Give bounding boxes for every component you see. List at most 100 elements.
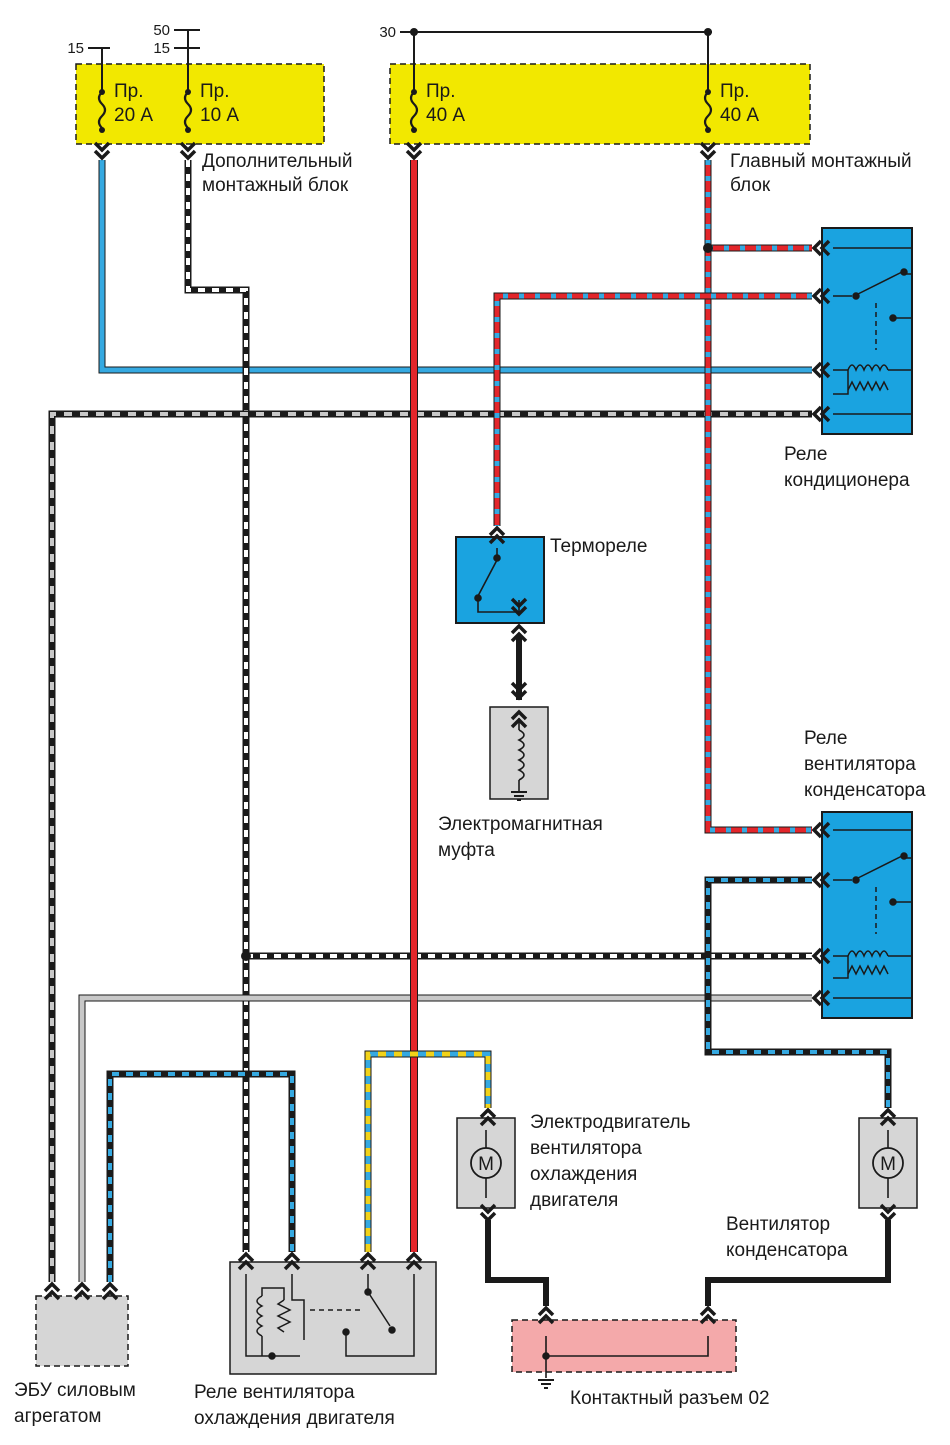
ac-relay-label-1: Реле xyxy=(784,444,827,465)
connector-chevron xyxy=(537,1305,555,1317)
aux-fuse-block xyxy=(75,63,325,145)
connector-chevron xyxy=(819,871,831,889)
main-fuse-block xyxy=(389,63,811,145)
connector-chevron xyxy=(879,1115,897,1127)
connector-chevron xyxy=(819,361,831,379)
thermo-relay-label: Термореле xyxy=(550,536,647,557)
wire-gray-cond-ecu xyxy=(78,994,812,1282)
connector-chevron xyxy=(73,1281,91,1293)
ecu-label-1: ЭБУ силовым xyxy=(14,1380,136,1401)
connector-chevron xyxy=(811,947,823,965)
cond-relay-label-2: вентилятора xyxy=(804,754,916,775)
connector-chevron xyxy=(811,871,823,889)
connector-chevron xyxy=(93,141,111,153)
engine-fan-motor-label-2: вентилятора xyxy=(530,1138,642,1159)
fuse-1-name: Пр. xyxy=(114,81,144,102)
terminal-15-mid: 15 xyxy=(153,40,170,57)
connector-chevron xyxy=(510,631,528,643)
connector-chevron xyxy=(479,1107,497,1119)
connector-chevron xyxy=(811,821,823,839)
motor-symbol: M xyxy=(880,1154,896,1175)
engine-fan-relay-label-2: охлаждения двигателя xyxy=(194,1408,395,1429)
engine-fan-relay-label-1: Реле вентилятора xyxy=(194,1382,355,1403)
connector-chevron xyxy=(237,1251,255,1263)
ac-relay-internals xyxy=(833,247,913,415)
connector-chevron xyxy=(405,1251,423,1263)
thermo-relay-box xyxy=(455,536,545,624)
connector-chevron xyxy=(405,1259,423,1271)
wire-black-blue-ecu-efrelay xyxy=(106,1070,296,1282)
connector-chevron xyxy=(811,361,823,379)
fuse-4-rating: 40 А xyxy=(720,105,759,126)
wire-yellow-blue-motor xyxy=(364,1050,492,1252)
connector-chevron xyxy=(101,1281,119,1293)
cond-relay-label-1: Реле xyxy=(804,728,847,749)
cond-relay-internals xyxy=(833,829,913,999)
terminal-lines xyxy=(88,29,712,92)
main-block-label-2: блок xyxy=(730,175,771,196)
wire-black-gray-ac-ecu xyxy=(48,410,812,1282)
junction-dot xyxy=(704,28,712,36)
wire-black-ground xyxy=(485,1220,891,1306)
connector-chevron xyxy=(73,1289,91,1301)
clutch-coil-icon xyxy=(511,718,527,801)
connector-02-internals xyxy=(542,1336,709,1378)
connector-chevron xyxy=(488,533,506,545)
connector-chevron xyxy=(510,623,528,635)
connector-chevron xyxy=(819,989,831,1007)
ac-relay-box xyxy=(821,227,913,435)
fuse-4-name: Пр. xyxy=(720,81,750,102)
aux-block-label-1: Дополнительный xyxy=(202,151,352,172)
connector-chevron xyxy=(819,821,831,839)
connector-chevron xyxy=(811,989,823,1007)
connector-chevron xyxy=(819,947,831,965)
connector-chevron xyxy=(699,149,717,161)
connector-chevron xyxy=(359,1251,377,1263)
ground-icon xyxy=(538,1379,554,1389)
connector-chevron xyxy=(811,287,823,305)
connector-chevron xyxy=(819,287,831,305)
cond-fan-motor-icon xyxy=(872,1130,904,1198)
connector-chevron xyxy=(811,405,823,423)
fuse-pins xyxy=(99,89,711,133)
connector-chevron xyxy=(510,709,528,721)
connector-chevron xyxy=(179,149,197,161)
connector-chevron xyxy=(237,1259,255,1271)
engine-fan-motor-icon xyxy=(470,1130,502,1198)
connector-chevron xyxy=(488,525,506,537)
engine-fan-relay-internals xyxy=(245,1274,415,1360)
cond-relay-label-3: конденсатора xyxy=(804,780,926,801)
fuse-1-rating: 20 А xyxy=(114,105,153,126)
connector-chevron xyxy=(699,1313,717,1325)
connector-chevron xyxy=(43,1281,61,1293)
fuse-icon xyxy=(97,91,713,129)
connector-chevron xyxy=(879,1211,897,1223)
connector-chevrons xyxy=(43,141,897,1325)
connector-chevron xyxy=(283,1259,301,1271)
cond-fan-label-2: конденсатора xyxy=(726,1240,848,1261)
ac-relay-label-2: кондиционера xyxy=(784,470,910,491)
connector-chevron xyxy=(699,1305,717,1317)
connector-chevron xyxy=(93,149,111,161)
connector-chevron xyxy=(510,681,528,693)
connector-chevron xyxy=(811,239,823,257)
connector-chevron xyxy=(43,1289,61,1301)
engine-fan-motor-label-3: охлаждения xyxy=(530,1164,637,1185)
connector-chevron xyxy=(179,141,197,153)
connector-chevron xyxy=(479,1211,497,1223)
terminal-50: 50 xyxy=(153,22,170,39)
engine-fan-motor-label-4: двигателя xyxy=(530,1190,618,1211)
connector-chevron xyxy=(479,1115,497,1127)
em-clutch-label-2: муфта xyxy=(438,840,495,861)
cond-fan-relay-box xyxy=(821,811,913,1019)
connector-chevron xyxy=(283,1251,301,1263)
fuse-3-rating: 40 А xyxy=(426,105,465,126)
connector-chevron xyxy=(699,141,717,153)
connector-chevron xyxy=(510,605,528,617)
ecu-label-2: агрегатом xyxy=(14,1406,101,1427)
connector-chevron xyxy=(879,1203,897,1215)
connector-chevron xyxy=(405,149,423,161)
connector-chevron xyxy=(510,689,528,701)
connector-chevron xyxy=(537,1313,555,1325)
